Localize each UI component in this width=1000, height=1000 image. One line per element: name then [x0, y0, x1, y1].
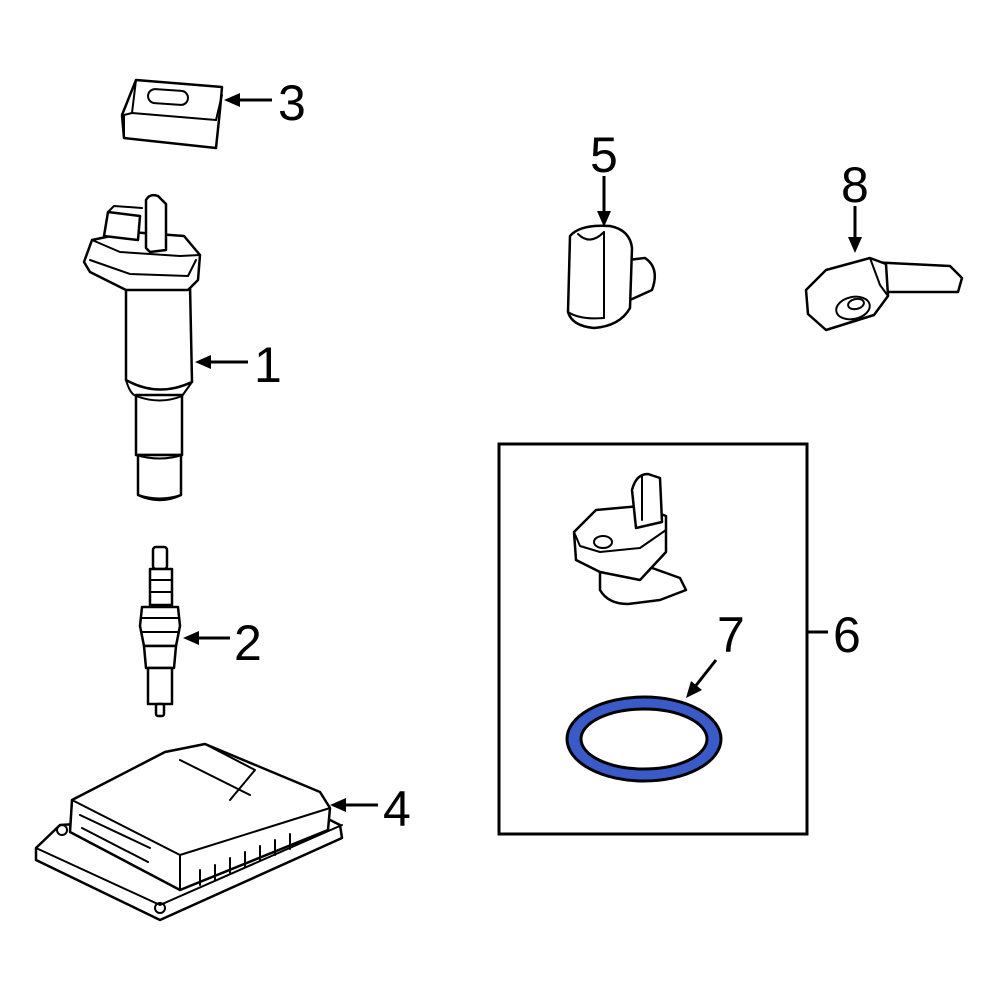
callout-7-leader	[686, 659, 718, 698]
callout-number-6: 6	[833, 607, 861, 663]
callout-3-leader	[224, 93, 272, 107]
callout-number-3: 3	[278, 75, 306, 131]
engine-control-module-icon	[34, 742, 344, 922]
callout-2-leader	[183, 631, 230, 645]
callout-8-leader	[848, 206, 862, 253]
callout-5-leader	[597, 176, 611, 227]
spark-plug-icon	[138, 545, 182, 718]
callout-number-4: 4	[383, 781, 411, 837]
bracket-sensor-icon	[804, 256, 964, 332]
kit-sensor-icon	[572, 472, 688, 606]
position-sensor-icon	[566, 224, 657, 330]
callout-number-5: 5	[590, 127, 618, 183]
callout-number-1: 1	[254, 337, 282, 393]
callout-number-7: 7	[717, 607, 745, 663]
o-ring-icon	[565, 695, 723, 783]
callout-1-leader	[195, 355, 248, 369]
coil-clip-icon	[120, 78, 224, 150]
callout-number-2: 2	[234, 615, 262, 671]
callout-4-leader	[330, 798, 378, 812]
ignition-coil-icon	[82, 193, 202, 502]
callout-number-8: 8	[841, 157, 869, 213]
